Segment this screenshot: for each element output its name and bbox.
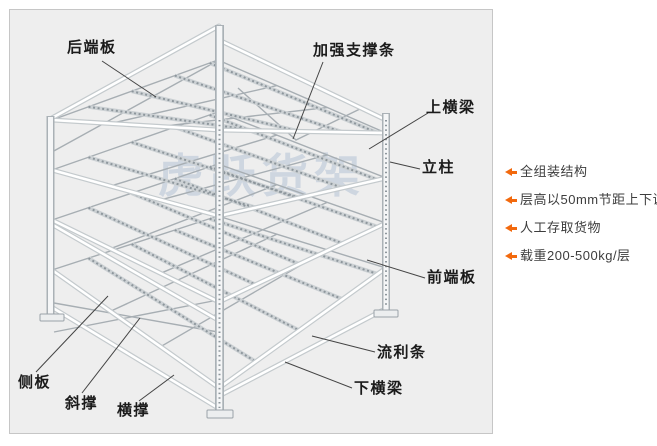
feature-list: 全组装结构 层高以50mm节距上下调节 人工存取货物 载重200-500kg/层 <box>505 165 657 277</box>
feature-text: 层高以50mm节距上下调节 <box>520 192 657 207</box>
feature-text: 载重200-500kg/层 <box>520 248 631 263</box>
feature-item: 层高以50mm节距上下调节 <box>505 192 657 207</box>
upright-column-label: 立柱 <box>422 159 456 176</box>
feature-item: 载重200-500kg/层 <box>505 249 655 263</box>
reinforcement-bar-label: 加强支撑条 <box>313 42 396 59</box>
side-plate-label: 侧板 <box>18 374 52 391</box>
arrow-bullet-icon <box>505 195 518 205</box>
arrow-bullet-icon <box>505 167 518 177</box>
top-beam-label: 上横梁 <box>426 99 476 116</box>
feature-item: 人工存取货物 <box>505 221 655 235</box>
arrow-bullet-icon <box>505 223 518 233</box>
feature-text: 人工存取货物 <box>520 220 602 235</box>
bottom-beam-label: 下横梁 <box>354 380 404 397</box>
horizontal-brace-label: 横撑 <box>117 402 151 419</box>
feature-item: 全组装结构 <box>505 165 655 179</box>
arrow-bullet-icon <box>505 251 518 261</box>
rear-end-plate-label: 后端板 <box>67 39 117 56</box>
diagram-panel <box>9 9 493 434</box>
diagonal-brace-label: 斜撑 <box>65 395 99 412</box>
front-end-plate-label: 前端板 <box>427 269 477 286</box>
feature-text: 全组装结构 <box>520 164 588 179</box>
roller-track-label: 流利条 <box>377 344 427 361</box>
